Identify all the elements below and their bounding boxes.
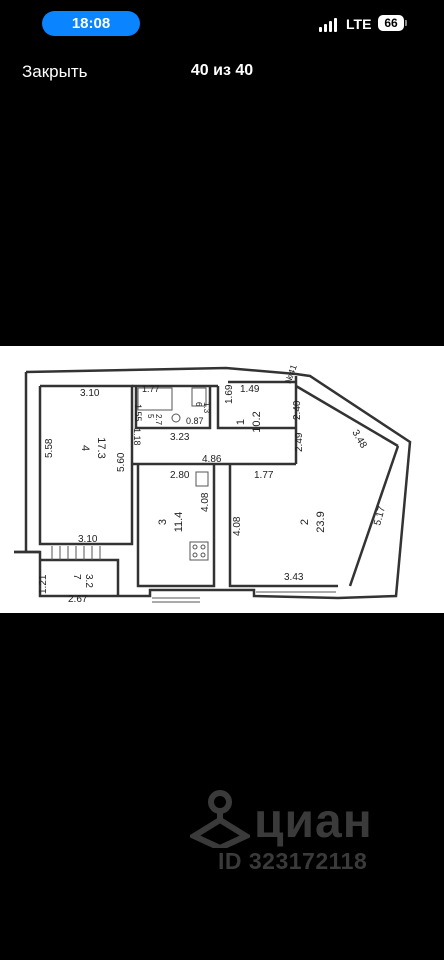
dim-label: 2.67	[68, 594, 88, 605]
room-2-area: 23.9	[315, 511, 327, 532]
battery-level: 66	[384, 16, 398, 30]
dim-label: 1.49	[240, 384, 260, 395]
dim-label: 4.86	[202, 454, 222, 465]
dim-label: 4.08	[232, 516, 243, 536]
room-3-area: 11.4	[173, 512, 185, 533]
room-6-area: 1.3	[202, 402, 211, 414]
room-4-area: 17.3	[95, 437, 107, 458]
room-5-area: 2.7	[154, 414, 163, 426]
room-6-number: 6	[194, 402, 203, 407]
dim-label: 2.49	[294, 432, 305, 452]
dim-label: 3.43	[284, 572, 304, 583]
watermark-brand: циан	[254, 795, 373, 848]
dim-label: 1.77	[254, 470, 274, 481]
photo-counter: 40 из 40	[190, 62, 254, 79]
close-button[interactable]: Закрыть	[22, 62, 88, 81]
dim-label: 2.40	[292, 400, 303, 420]
room-1-number: 1	[235, 419, 247, 425]
room-7-number: 7	[71, 574, 82, 580]
status-bar: 18:08 LTE 66	[0, 0, 444, 46]
room-1-area: 10.2	[251, 411, 263, 432]
network-type: LTE	[346, 16, 372, 32]
dim-label: 3.23	[170, 432, 190, 443]
battery-icon: 66	[378, 15, 404, 31]
dim-label: 2.80	[170, 470, 190, 481]
status-time: 18:08	[42, 11, 140, 36]
room-3-number: 3	[157, 519, 169, 525]
dim-label: 1.69	[224, 384, 235, 404]
viewer-header: Закрыть 40 из 40	[0, 52, 444, 92]
dim-label: 1.55	[133, 404, 143, 422]
dim-label: 5.17	[372, 505, 388, 527]
listing-id: ID 323172118	[218, 848, 368, 874]
dim-label: 1.77	[142, 384, 160, 394]
room-7-area: 3.2	[83, 574, 94, 588]
dim-label: 1.18	[132, 428, 142, 446]
dim-label: 3.10	[80, 388, 100, 399]
cian-logo-icon	[190, 790, 250, 848]
floor-plan-walls	[14, 366, 412, 600]
signal-icon	[319, 18, 337, 32]
dim-label: 5.60	[116, 452, 127, 472]
watermark: циан ID 323172118	[190, 786, 420, 886]
room-4-number: 4	[79, 445, 91, 451]
dim-label: 1.21	[38, 574, 49, 594]
dim-label: 5.58	[44, 438, 55, 458]
dim-label: 0.87	[186, 416, 204, 426]
room-2-number: 2	[299, 519, 311, 525]
floor-plan-image[interactable]: №41 4 17.3 1 10.2 2 23.9 3 11.4 5 2.7 6 …	[0, 346, 444, 613]
room-5-number: 5	[146, 414, 155, 419]
dim-label: 4.08	[200, 492, 211, 512]
battery-tip	[405, 20, 407, 26]
dim-label: 3.48	[349, 428, 368, 451]
dim-label: 3.10	[78, 534, 98, 545]
